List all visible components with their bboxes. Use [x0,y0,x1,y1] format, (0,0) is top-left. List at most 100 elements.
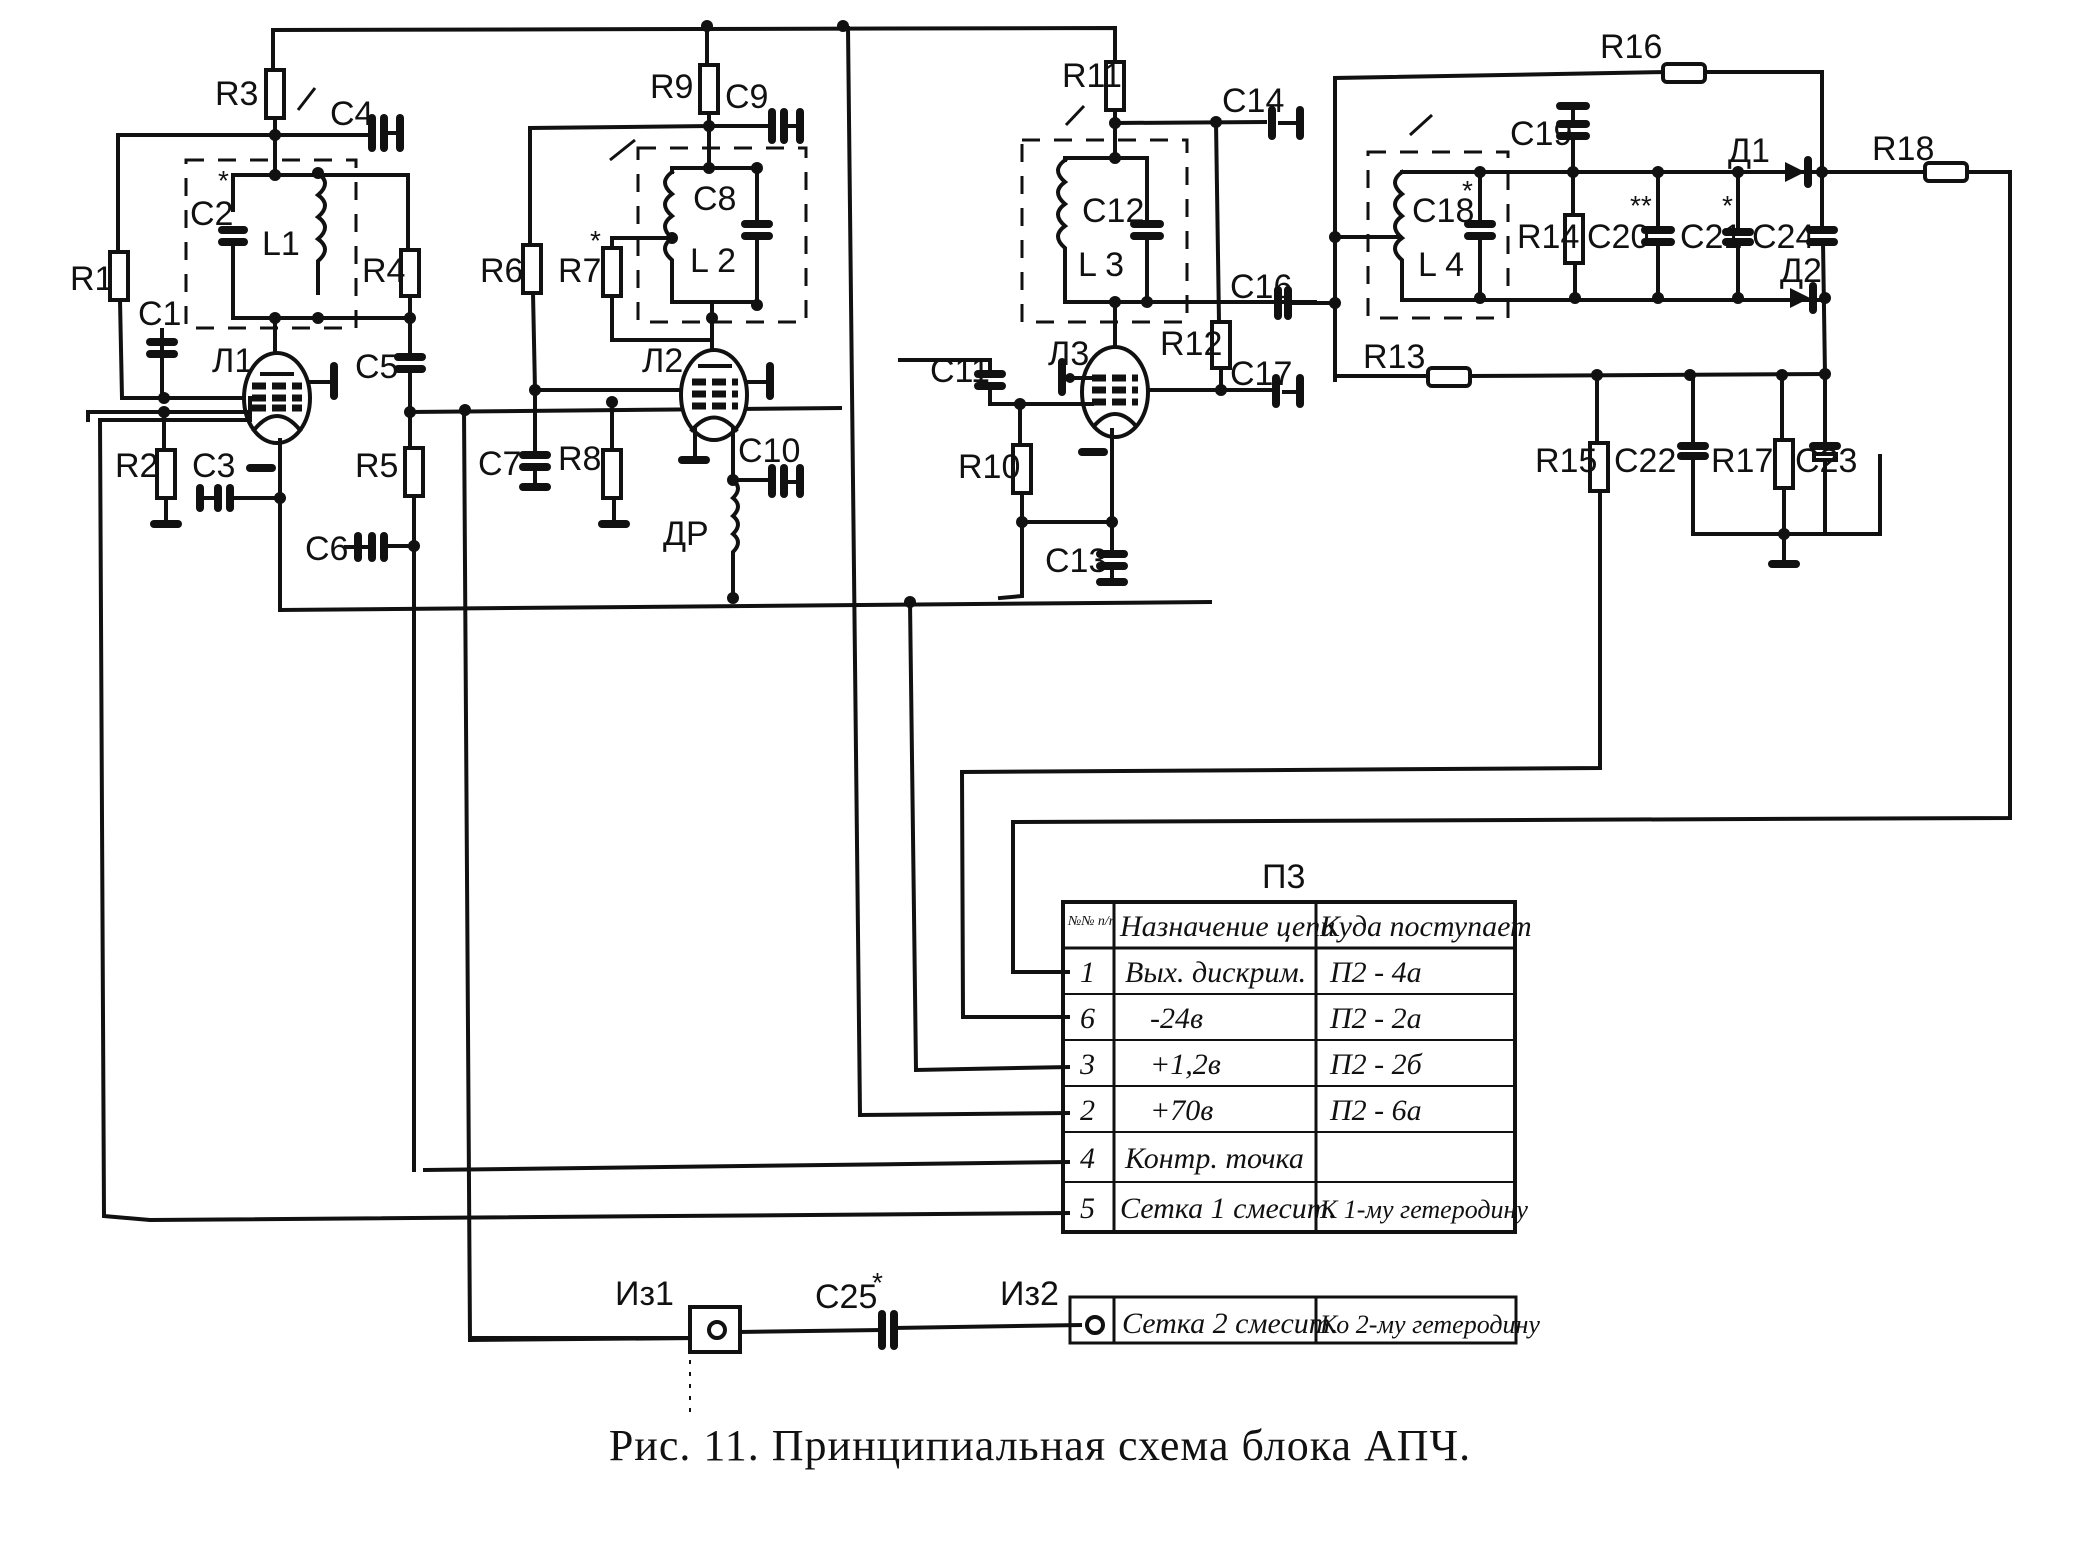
table-row: 4 Контр. точка [1080,1142,1304,1175]
label-r1: R1 [70,260,113,298]
label-c2: C2 [190,195,233,233]
table-title: П3 [1262,858,1305,896]
supply-rail [271,20,1117,72]
label-r5: R5 [355,447,398,485]
table-row: 2 +70в П2 - 6а [1080,1094,1422,1127]
svg-text:П2 - 4а: П2 - 4а [1329,956,1422,989]
label-c21: C21 [1680,218,1742,256]
svg-text:П2 - 2а: П2 - 2а [1329,1002,1422,1035]
header-purpose: Назначение цепи [1119,910,1335,943]
figure-caption: Рис. 11. Принципиальная схема блока АПЧ. [608,1421,1472,1470]
label-r10: R10 [958,448,1020,486]
svg-text:П2 - 6а: П2 - 6а [1329,1094,1422,1127]
resistor-r7 [601,246,623,298]
stage-2: R9 C9 R6 C8 L 2 R7 * [478,26,808,604]
label-l3: L 3 [1078,246,1124,284]
label-r18: R18 [1872,130,1934,168]
table-row: 6 -24в П2 - 2а [1080,1002,1422,1035]
label-dr: ДР [663,515,709,553]
svg-text:Сетка 1 смесит.: Сетка 1 смесит. [1120,1192,1336,1225]
resistor-r13 [1426,366,1472,388]
svg-text:4: 4 [1080,1142,1095,1175]
svg-text:3: 3 [1079,1048,1095,1081]
resistor-r9 [698,63,720,115]
label-c8: C8 [693,180,736,218]
label-r15: R15 [1535,442,1597,480]
diode-d1 [1785,162,1805,182]
label-iz2: Из2 [1000,1275,1059,1313]
label-l2: L 2 [690,242,736,280]
label-r6: R6 [480,252,523,290]
inductor-l2 [663,169,759,304]
table-row: 3 +1,2в П2 - 2б [1079,1048,1423,1081]
label-iz1: Из1 [615,1275,674,1313]
label-r9: R9 [650,68,693,106]
svg-text:*: * [1462,175,1473,206]
svg-text:-24в: -24в [1150,1002,1203,1035]
label-c3: C3 [192,447,235,485]
resistor-r2 [155,448,177,500]
label-r13: R13 [1363,338,1425,376]
label-c6: C6 [305,530,348,568]
label-c1: C1 [138,295,181,333]
label-c13: C13 [1045,542,1107,580]
label-r11: R11 [1062,57,1122,95]
label-c23: C23 [1795,442,1857,480]
output-jacks: Из1 C25 * Из2 Сетка 2 смесит. Ко 2-му ге… [468,1267,1540,1420]
label-c5: C5 [355,348,398,386]
resistor-r16 [1661,62,1707,84]
label-tube-l3: Л3 [1048,335,1089,373]
label-c24: C24 [1752,218,1814,256]
label-tube-l1: Л1 [212,342,253,380]
resistor-r3 [264,68,286,120]
svg-text:К 1-му гетеродину: К 1-му гетеродину [1319,1195,1528,1224]
svg-text:+1,2в: +1,2в [1150,1048,1221,1081]
choke-dr [730,477,740,600]
svg-text:Контр. точка: Контр. точка [1124,1142,1304,1175]
discriminator: R16 C18 * L 4 C19 R14 [1329,28,2012,568]
extra-row-destination: Ко 2-му гетеродину [1319,1310,1540,1339]
jack-iz1 [688,1305,742,1354]
label-c25: C25 [815,1278,877,1316]
svg-text:*: * [590,225,601,256]
svg-text:Вых. дискрим.: Вых. дискрим. [1125,956,1306,989]
header-destination: Куда поступает [1319,910,1532,943]
table-row: 5 Сетка 1 смесит. К 1-му гетеродину [1080,1192,1528,1225]
svg-text:1: 1 [1080,956,1095,989]
stage-1: R3 C4 R1 C2 * L1 R4 [70,68,1213,1172]
label-r2: R2 [115,447,158,485]
label-r17: R17 [1711,442,1773,480]
label-d2: Д2 [1780,252,1822,290]
header-number: №№ п/п [1067,914,1116,929]
svg-text:П2 - 2б: П2 - 2б [1329,1048,1423,1081]
inductor-l1 [314,170,327,295]
label-c17: C17 [1230,355,1292,393]
label-c16: C16 [1230,268,1292,306]
label-c11: C11 [930,352,990,390]
resistor-r8 [601,448,623,500]
label-r4: R4 [362,252,405,290]
label-r8: R8 [558,440,601,478]
label-c9: C9 [725,78,768,116]
label-r14: R14 [1517,218,1579,256]
label-c14: C14 [1222,82,1284,120]
label-c12: C12 [1082,192,1144,230]
label-r3: R3 [215,75,258,113]
svg-text:2: 2 [1080,1094,1095,1127]
label-c18: C18 [1412,192,1474,230]
extra-row-purpose: Сетка 2 смесит. [1122,1307,1338,1340]
resistor-r5 [403,446,425,498]
label-c19: C19 [1510,115,1572,153]
svg-text:*: * [218,165,229,196]
label-r16: R16 [1600,28,1662,66]
label-l1: L1 [262,225,300,263]
stage-3: R11 C14 C12 L 3 C16 R12 [898,57,1337,601]
label-d1: Д1 [1728,132,1770,170]
label-c7: C7 [478,445,521,483]
svg-text:**: ** [1630,190,1652,221]
label-r7: R7 [558,252,601,290]
svg-text:5: 5 [1080,1192,1095,1225]
resistor-r17 [1773,438,1795,490]
label-c20: C20 [1587,218,1649,256]
